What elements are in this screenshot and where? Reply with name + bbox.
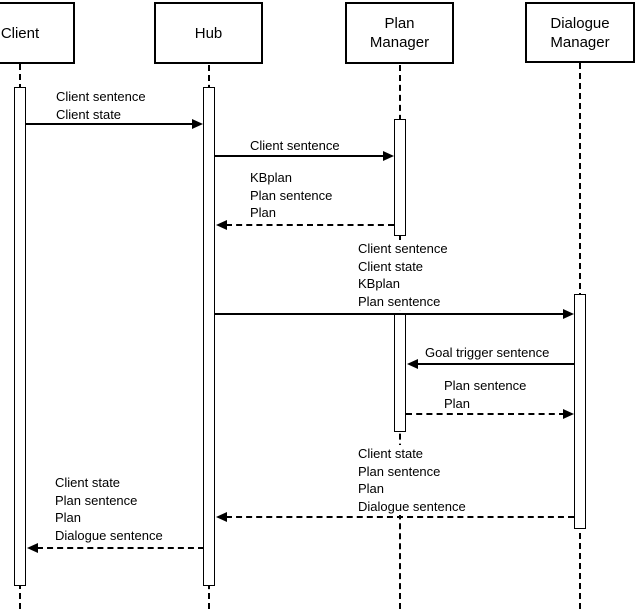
message-1-label: Client sentence Client state: [54, 88, 148, 123]
message-8-line-4: Dialogue sentence: [55, 527, 163, 543]
message-6-line-1: Plan sentence: [444, 378, 527, 393]
message-4-line-4: Plan sentence: [358, 293, 441, 309]
message-3-line-2: Plan sentence: [250, 187, 333, 203]
message-5-line: [417, 363, 574, 365]
message-7-arrowhead: [216, 512, 227, 522]
participant-hub-label: Hub: [194, 24, 223, 42]
message-5-arrowhead: [407, 359, 418, 369]
message-5-line-1: Goal trigger sentence: [425, 345, 550, 360]
message-8-arrowhead: [27, 543, 38, 553]
message-7-line-3: Plan: [358, 481, 385, 496]
message-7-line-2: Plan sentence: [358, 463, 441, 479]
participant-plan-manager-label: Plan Manager: [369, 15, 430, 51]
message-2-label: Client sentence: [248, 137, 342, 155]
message-2-arrowhead: [383, 151, 394, 161]
message-7-label: Client state Plan sentence Plan Dialogue…: [356, 445, 468, 515]
message-3-line: [226, 224, 394, 226]
message-2-line-1: Client sentence: [250, 138, 340, 153]
message-6-label: Plan sentence Plan: [442, 377, 529, 412]
activation-plan-manager-2: [394, 314, 406, 432]
message-4-line: [215, 313, 565, 315]
participant-client: Client: [0, 2, 75, 64]
message-4-line-1: Client sentence: [358, 241, 448, 256]
message-1-line: [26, 123, 194, 125]
message-3-label: KBplan Plan sentence Plan: [248, 169, 335, 222]
message-4-line-2: Client state: [358, 258, 424, 274]
activation-dialogue-manager: [574, 294, 586, 529]
message-3-line-1: KBplan: [250, 170, 292, 185]
participant-dialogue-manager: Dialogue Manager: [525, 2, 635, 63]
message-3-line-3: Plan: [250, 205, 277, 220]
participant-dialogue-manager-label: Dialogue Manager: [550, 14, 610, 51]
message-1-arrowhead: [192, 119, 203, 129]
message-8-line: [37, 547, 204, 549]
message-1-line-2: Client state: [56, 106, 122, 122]
message-8-label: Client state Plan sentence Plan Dialogue…: [53, 474, 165, 544]
message-5-label: Goal trigger sentence: [423, 344, 552, 362]
activation-client: [14, 87, 26, 586]
activation-hub: [203, 87, 215, 586]
message-8-line-3: Plan: [55, 510, 82, 525]
participant-plan-manager: Plan Manager: [345, 2, 454, 64]
message-3-arrowhead: [216, 220, 227, 230]
message-2-line: [215, 155, 385, 157]
message-6-line: [406, 413, 565, 415]
activation-plan-manager-1: [394, 119, 406, 236]
message-8-line-2: Plan sentence: [55, 492, 138, 508]
message-7-line-1: Client state: [358, 446, 424, 461]
message-1-line-1: Client sentence: [56, 89, 146, 104]
message-6-line-2: Plan: [444, 395, 471, 411]
message-4-label: Client sentence Client state KBplan Plan…: [356, 240, 450, 310]
message-6-arrowhead: [563, 409, 574, 419]
message-7-line-4: Dialogue sentence: [358, 498, 466, 514]
message-8-line-1: Client state: [55, 475, 121, 490]
message-7-line: [226, 516, 574, 518]
message-4-line-3: KBplan: [358, 276, 400, 291]
message-4-arrowhead: [563, 309, 574, 319]
participant-client-label: Client: [0, 24, 40, 42]
participant-hub: Hub: [154, 2, 263, 64]
